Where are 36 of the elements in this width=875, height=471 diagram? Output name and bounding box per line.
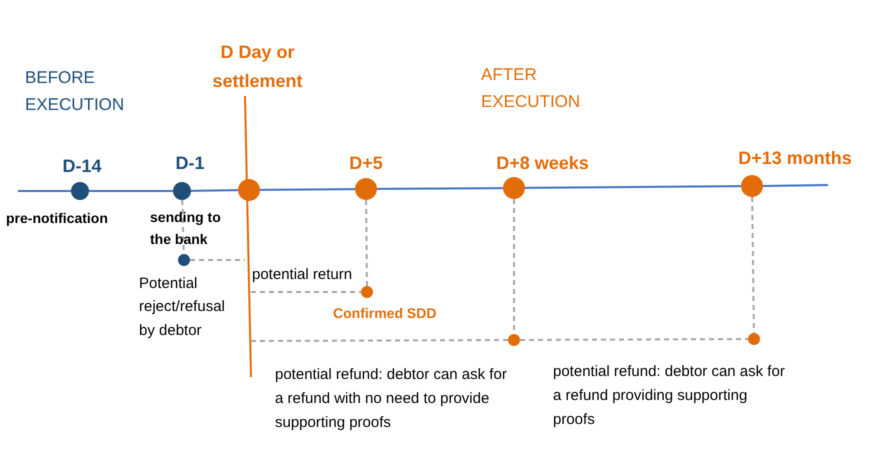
timeline-dot	[173, 182, 191, 200]
dashed-connector	[251, 291, 361, 293]
note-text: potential refund: debtor can ask for a refund with no need to provide supporting proofs	[275, 365, 508, 433]
dashed-connector	[251, 339, 508, 342]
step-caption: Potential reject/refusal by debtor	[139, 274, 226, 340]
date-label: D+13 months	[737, 147, 853, 170]
note-text: potential refund: debtor can ask for a refund providing supporting proofs	[553, 362, 786, 430]
timeline-dot	[178, 254, 190, 266]
timeline-dot	[238, 179, 260, 201]
dashed-connector	[190, 259, 245, 261]
timeline-dot	[355, 178, 377, 200]
dashed-connector	[365, 200, 368, 286]
timeline-dot	[741, 175, 763, 197]
timeline-dot	[503, 177, 525, 199]
timeline-dot	[748, 333, 760, 345]
edge-label: potential return	[252, 266, 354, 284]
timeline-line	[377, 187, 503, 190]
date-label: D Day or settlement	[211, 41, 304, 93]
dashed-connector	[520, 338, 748, 341]
date-label: D-1	[174, 152, 206, 175]
phase-heading: AFTER EXECUTION	[481, 64, 582, 114]
step-caption: sending to the bank	[150, 208, 222, 249]
dashed-connector	[751, 196, 755, 334]
phase-heading: BEFORE EXECUTION	[25, 67, 126, 116]
timeline-dot	[71, 182, 89, 200]
timeline-line	[89, 190, 173, 192]
timeline-line	[525, 185, 741, 189]
timeline-dot	[361, 286, 373, 298]
step-caption: pre-notification	[6, 209, 109, 228]
date-label: D+5	[348, 152, 384, 175]
timeline-dot	[508, 334, 520, 346]
date-label: D+8 weeks	[495, 152, 590, 175]
date-label: D-14	[61, 155, 102, 178]
step-caption: Confirmed SDD	[333, 304, 438, 323]
timeline-line	[260, 188, 355, 191]
timeline-line	[190, 189, 238, 192]
